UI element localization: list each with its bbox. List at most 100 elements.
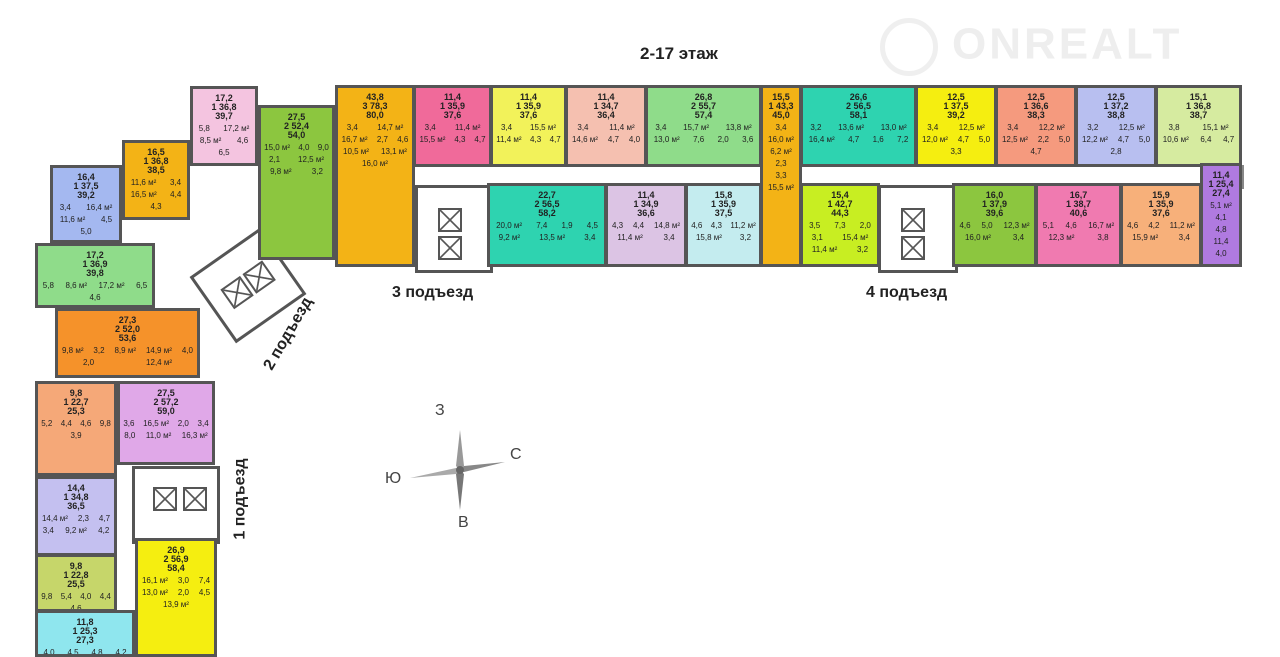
room-area-label: 4,3 bbox=[530, 135, 542, 144]
summary-line: 11,4 bbox=[519, 92, 538, 102]
room-area-label: 4,1 bbox=[1215, 213, 1227, 222]
summary-line: 27,3 bbox=[118, 315, 137, 325]
room-area-label: 4,6 bbox=[691, 221, 703, 230]
room-area-label: 3,5 bbox=[809, 221, 821, 230]
room-area-label: 13,0 м² bbox=[653, 135, 680, 144]
summary-line: 36,4 bbox=[597, 110, 615, 120]
summary-line: 39,8 bbox=[86, 268, 104, 278]
room-area-label: 7,4 bbox=[198, 576, 211, 585]
apartment-c5[interactable]: 11,81 25,327,34,04,54,84,211,8 bbox=[35, 610, 135, 657]
room-area-label: 13,1 м² bbox=[381, 147, 407, 156]
summary-line: 36,6 bbox=[637, 208, 655, 218]
room-area-label: 4,7 bbox=[1117, 135, 1129, 144]
room-area-label: 7,6 bbox=[693, 135, 705, 144]
room-area-label: 4,0 bbox=[298, 143, 310, 152]
summary-line: 43,8 bbox=[366, 92, 384, 102]
room-area-label: 4,0 bbox=[43, 648, 55, 657]
room-area-label: 11,4 м² bbox=[617, 233, 643, 242]
summary-line: 2 56,5 bbox=[534, 199, 560, 209]
room-area-label: 9,8 м² bbox=[61, 346, 84, 355]
room-area-label: 4,7 bbox=[957, 135, 969, 144]
summary-line: 38,7 bbox=[1189, 110, 1208, 120]
summary-line: 1 42,7 bbox=[827, 199, 853, 209]
summary-line: 27,5 bbox=[287, 112, 306, 122]
room-area-label: 3,4 bbox=[1012, 233, 1025, 242]
entrance-label-4: 4 подъезд bbox=[866, 284, 948, 301]
room-area-label: 5,1 bbox=[1042, 221, 1054, 230]
room-area-label: 15,9 м² bbox=[1132, 233, 1159, 242]
compass-east: С bbox=[510, 446, 522, 463]
room-area-label: 5,4 bbox=[60, 592, 72, 601]
room-area-label: 4,7 bbox=[98, 514, 111, 523]
summary-line: 17,2 bbox=[86, 250, 104, 260]
room-area-label: 4,4 bbox=[633, 221, 645, 230]
room-area-label: 13,0 м² bbox=[141, 588, 168, 597]
room-area-label: 12,2 м² bbox=[1038, 123, 1065, 132]
summary-line: 38,5 bbox=[147, 165, 165, 175]
room-area-label: 8,6 м² bbox=[65, 281, 87, 290]
summary-line: 1 37,9 bbox=[981, 199, 1008, 209]
room-area-label: 16,5 м² bbox=[130, 190, 157, 199]
summary-line: 1 35,9 bbox=[710, 199, 737, 209]
room-area-label: 4,6 bbox=[89, 293, 101, 302]
summary-line: 1 35,9 bbox=[439, 101, 466, 111]
room-area-label: 7,4 bbox=[536, 221, 548, 230]
summary-line: 53,6 bbox=[118, 333, 137, 343]
room-area-label: 15,5 м² bbox=[768, 183, 794, 192]
room-area-label: 4,7 bbox=[607, 135, 619, 144]
room-area-label: 11,6 м² bbox=[59, 215, 86, 224]
summary-line: 2 57,2 bbox=[153, 397, 179, 407]
summary-line: 9,8 bbox=[69, 561, 83, 571]
room-area-label: 3,6 bbox=[123, 419, 135, 428]
room-area-label: 13,5 м² bbox=[539, 233, 566, 242]
room-area-label: 12,5 м² bbox=[1001, 135, 1028, 144]
room-area-label: 15,7 м² bbox=[683, 123, 710, 132]
room-area-label: 15,4 м² bbox=[842, 233, 869, 242]
summary-line: 2 52,0 bbox=[114, 324, 141, 334]
room-area-label: 6,4 bbox=[1200, 135, 1212, 144]
